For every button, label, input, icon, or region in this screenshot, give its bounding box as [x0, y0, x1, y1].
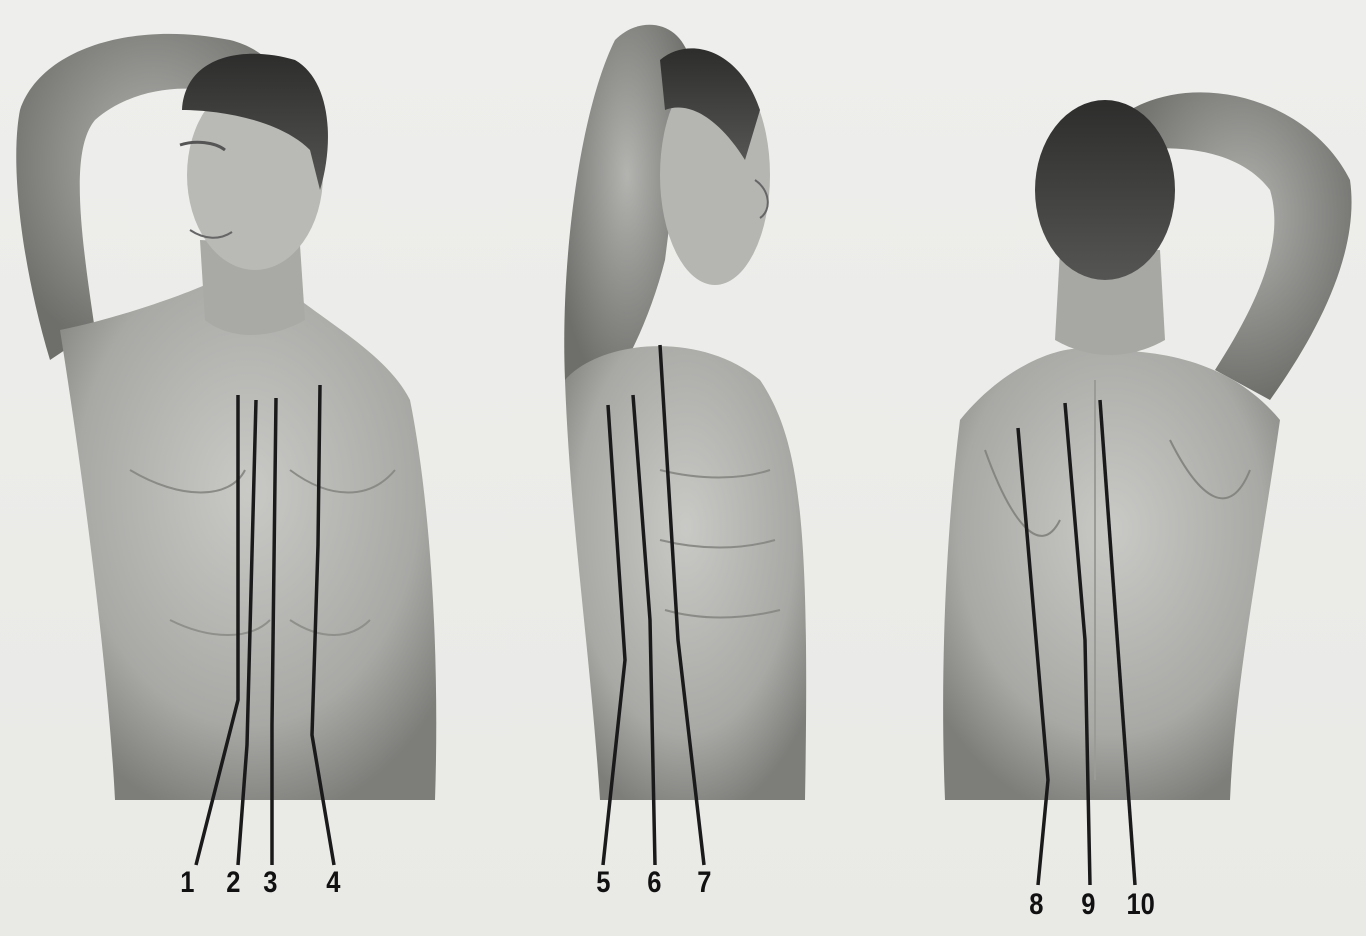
line-label-3: 3: [263, 868, 277, 898]
back-view-figure: [943, 92, 1351, 885]
lateral-view-figure: [564, 25, 806, 865]
line-label-8: 8: [1029, 890, 1043, 920]
front-view-figure: [16, 34, 436, 865]
line-label-1: 1: [180, 868, 194, 898]
line-label-5: 5: [596, 868, 610, 898]
line-label-6: 6: [647, 868, 661, 898]
line-label-7: 7: [697, 868, 711, 898]
line-label-9: 9: [1081, 890, 1095, 920]
line-label-4: 4: [326, 868, 340, 898]
line-label-10: 10: [1127, 890, 1155, 920]
line-label-2: 2: [226, 868, 240, 898]
